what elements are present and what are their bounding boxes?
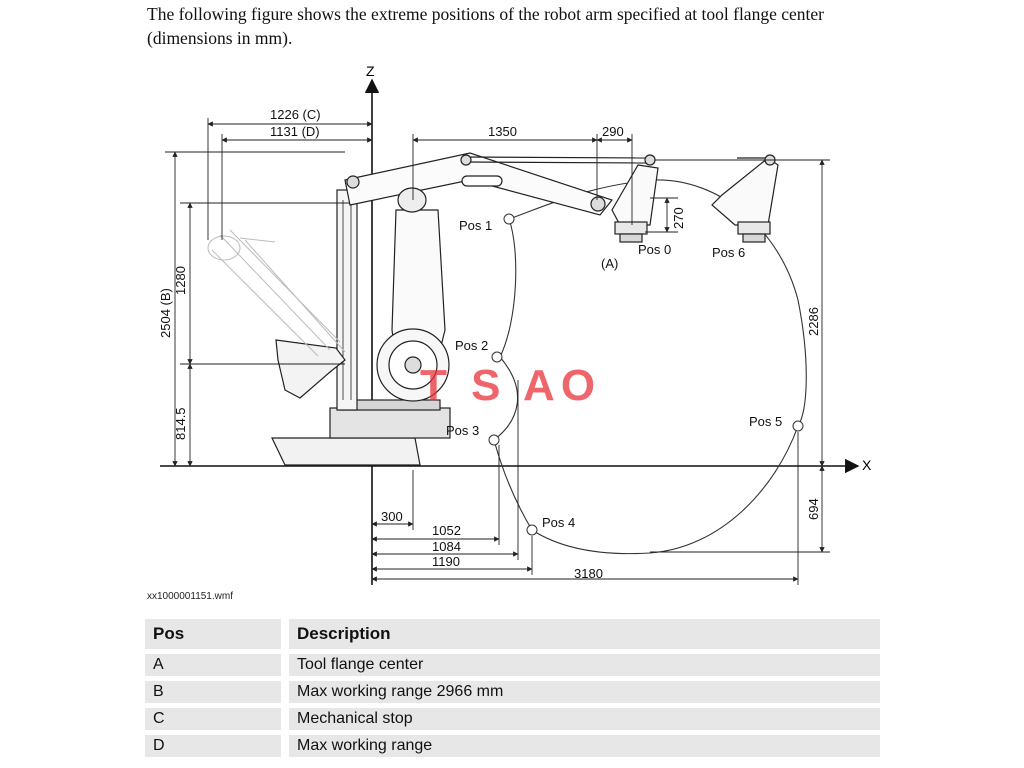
dim-1190: 1190 — [432, 554, 460, 569]
pos2-marker — [491, 351, 503, 363]
x-axis-label: X — [862, 457, 872, 473]
tool-flange-a-label: (A) — [601, 256, 618, 271]
dim-1226: 1226 (C) — [270, 107, 321, 122]
dim-814: 814.5 — [173, 407, 188, 440]
position-labels: Pos 0 Pos 1 Pos 2 Pos 3 Pos 4 Pos 5 Pos … — [446, 218, 782, 530]
table-row: D Max working range — [145, 735, 880, 757]
pos3-label: Pos 3 — [446, 423, 479, 438]
header-description: Description — [289, 619, 880, 649]
dim-300: 300 — [381, 509, 403, 524]
dim-290: 290 — [602, 124, 624, 139]
row-description: Max working range — [289, 735, 880, 757]
intro-paragraph: The following figure shows the extreme p… — [147, 4, 824, 48]
row-description: Max working range 2966 mm — [289, 681, 880, 703]
figure-caption: xx1000001151.wmf — [147, 591, 233, 602]
pos5-marker — [792, 420, 804, 432]
pos4-label: Pos 4 — [542, 515, 575, 530]
dimension-lines — [165, 118, 830, 585]
header-pos: Pos — [145, 619, 289, 649]
table-row: C Mechanical stop — [145, 708, 880, 730]
position-description-table: Pos Description A Tool flange center B M… — [145, 614, 880, 762]
row-description: Mechanical stop — [289, 708, 880, 730]
pos2-label: Pos 2 — [455, 338, 488, 353]
row-pos: A — [145, 654, 289, 676]
dim-1131: 1131 (D) — [270, 124, 320, 139]
dim-694: 694 — [806, 498, 821, 520]
pos0-label: Pos 0 — [638, 242, 671, 257]
pos3-marker — [488, 434, 500, 446]
table-row: B Max working range 2966 mm — [145, 681, 880, 703]
dim-2504: 2504 (B) — [158, 288, 173, 338]
watermark: T S AO — [420, 361, 601, 410]
pos6-label: Pos 6 — [712, 245, 745, 260]
dim-270: 270 — [671, 207, 686, 229]
row-description: Tool flange center — [289, 654, 880, 676]
pos1-label: Pos 1 — [459, 218, 492, 233]
pos4-marker — [526, 524, 538, 536]
dim-1350: 1350 — [488, 124, 517, 139]
dim-1084: 1084 — [432, 539, 461, 554]
row-pos: D — [145, 735, 289, 757]
dim-1280: 1280 — [173, 266, 188, 295]
axes — [160, 78, 860, 585]
table-row: A Tool flange center — [145, 654, 880, 676]
z-axis-label: Z — [366, 63, 375, 79]
pos1-marker — [503, 213, 515, 225]
row-pos: C — [145, 708, 289, 730]
robot-drawing — [207, 152, 779, 466]
dimension-labels: 1226 (C) 1131 (D) 1350 290 270 2504 (B) … — [158, 107, 821, 581]
row-pos: B — [145, 681, 289, 703]
dim-3180: 3180 — [574, 566, 603, 581]
dim-2286: 2286 — [806, 307, 821, 336]
pos5-label: Pos 5 — [749, 414, 782, 429]
table-header-row: Pos Description — [145, 619, 880, 649]
dim-1052: 1052 — [432, 523, 461, 538]
robot-working-range-figure: Z X — [158, 63, 872, 585]
position-markers — [488, 213, 804, 536]
